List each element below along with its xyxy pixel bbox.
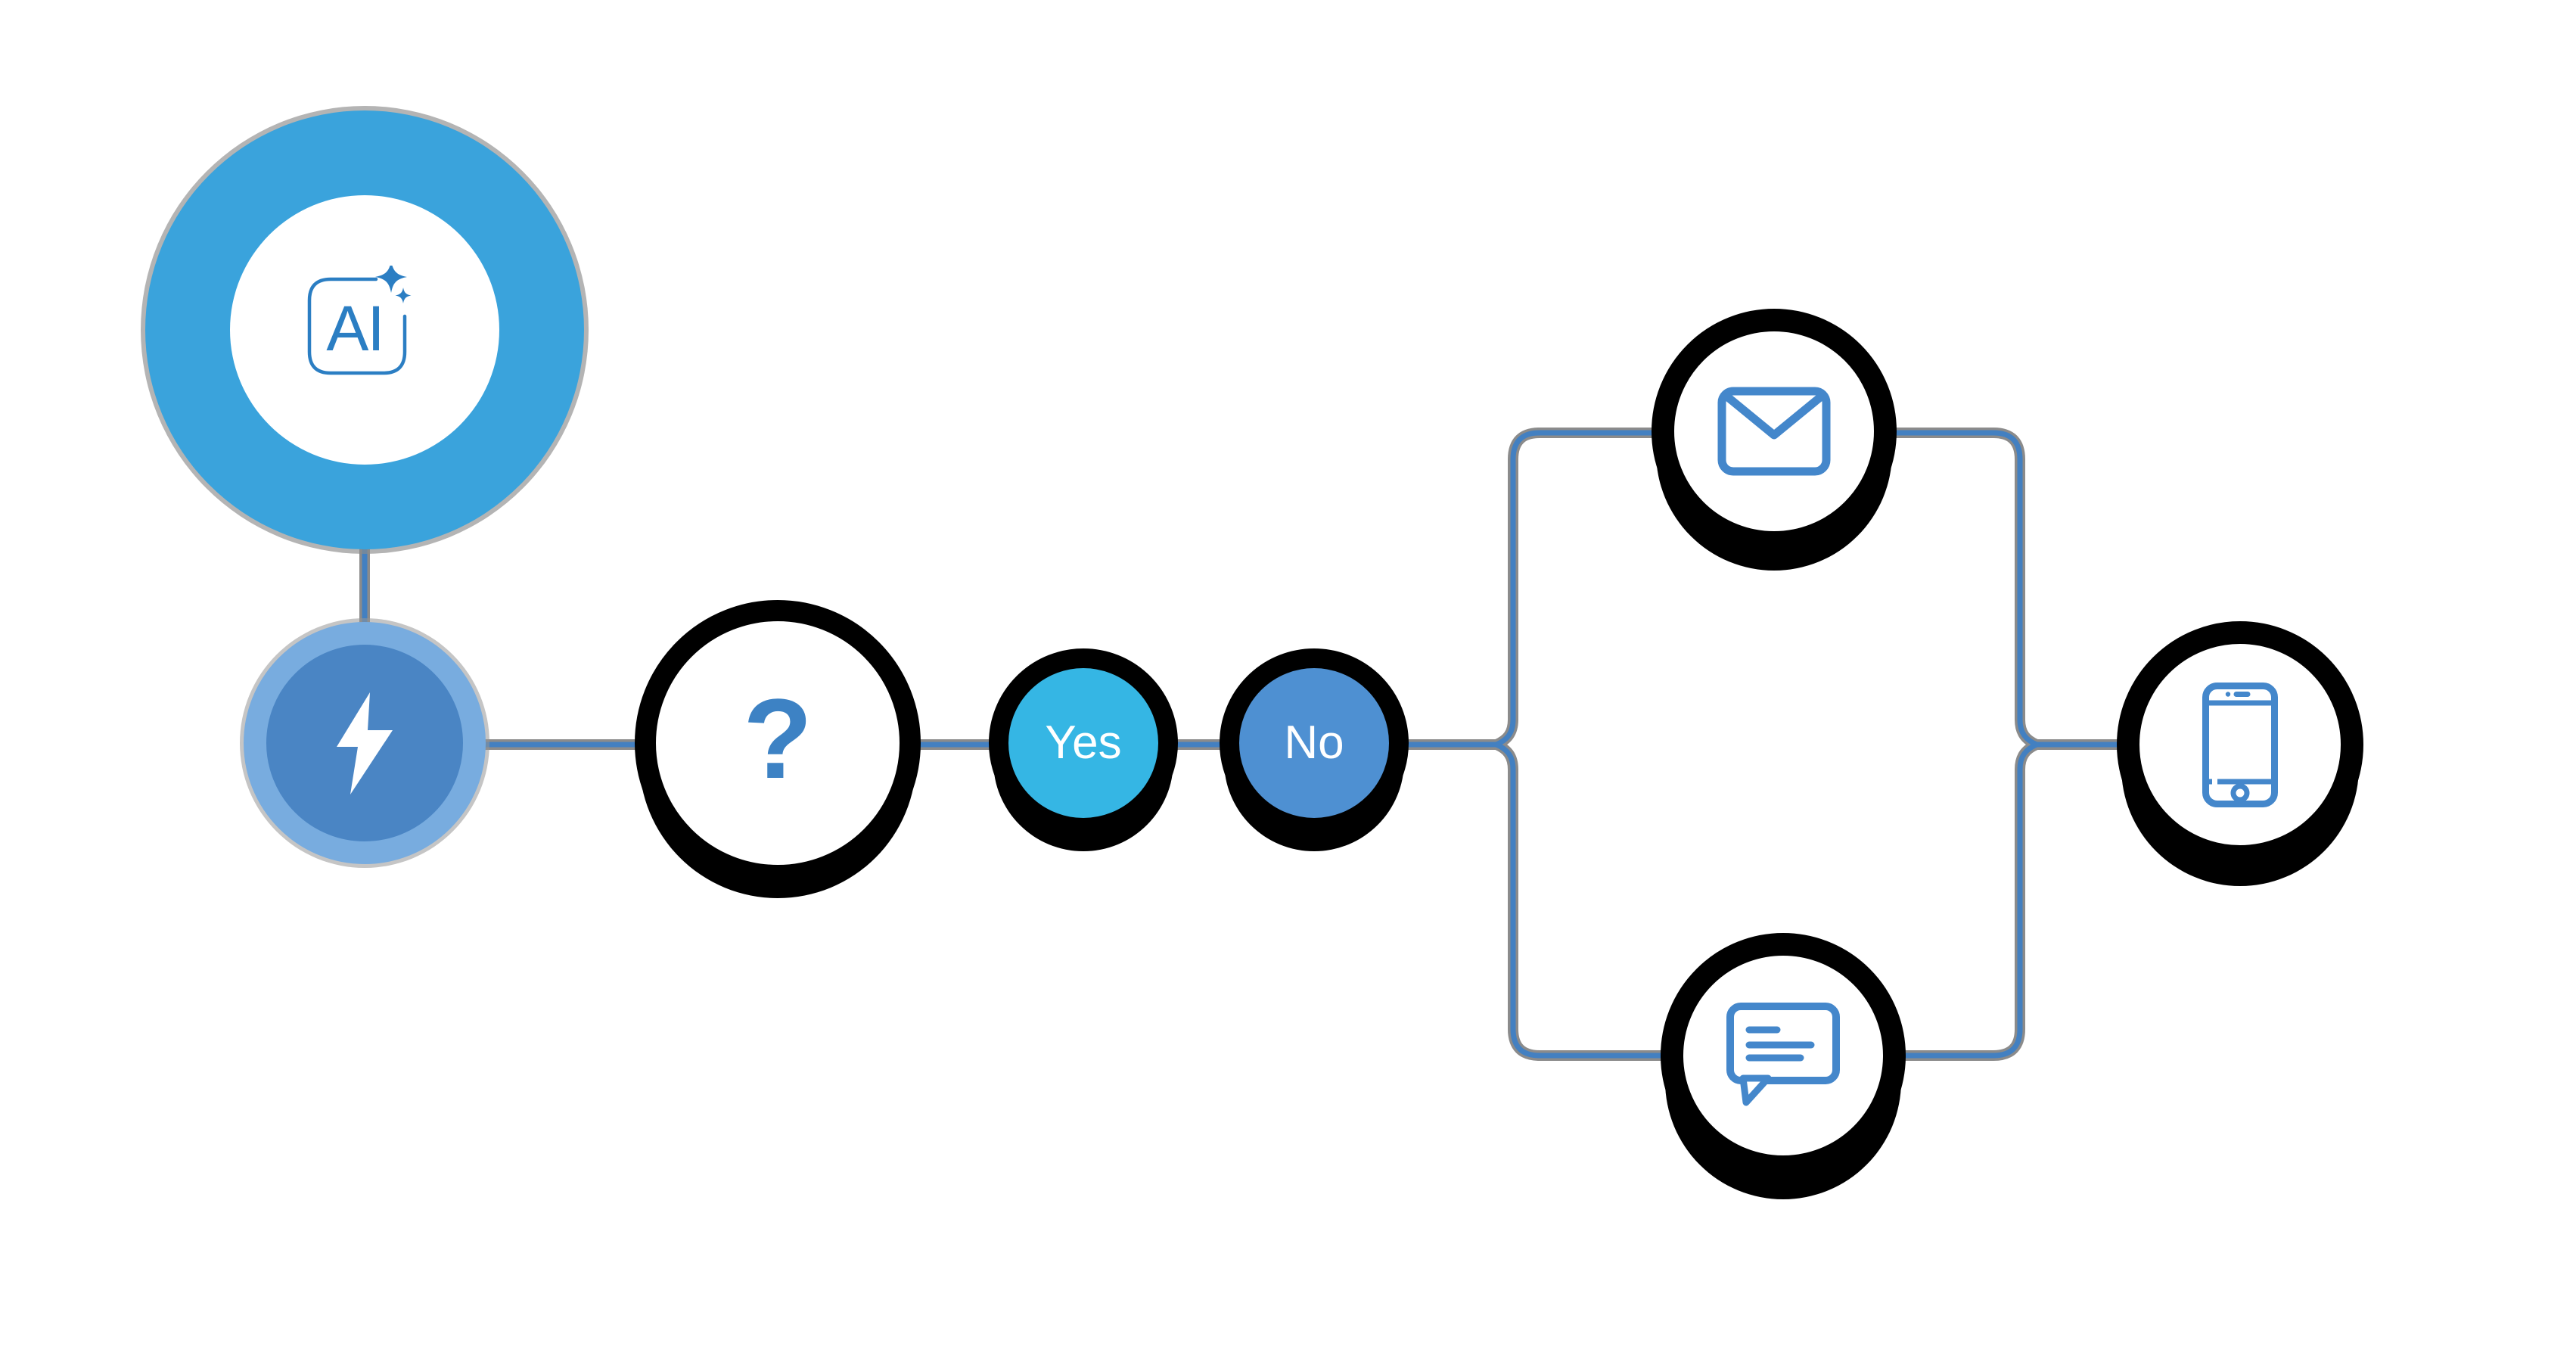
question-mark-label: ? — [743, 675, 813, 802]
sparkle-small — [395, 288, 412, 303]
connector-split-top — [1495, 430, 1676, 748]
connector-merge-top — [1872, 428, 2040, 750]
no-label: No — [1284, 717, 1344, 769]
node-decision[interactable]: ? — [635, 600, 921, 886]
connector-split-bottom — [1493, 739, 1686, 1061]
lightning-bolt-icon — [337, 692, 393, 794]
connector-merge-top — [1872, 430, 2038, 748]
connector-merge-bottom — [1872, 739, 2040, 1061]
node-chat-channel[interactable] — [1661, 933, 1906, 1178]
yes-label: Yes — [1045, 717, 1122, 769]
node-branch-yes[interactable]: Yes — [989, 648, 1178, 838]
chat-bubble-icon — [1726, 1003, 1840, 1106]
node-branch-no[interactable]: No — [1220, 648, 1409, 838]
smartphone-icon — [2202, 682, 2278, 807]
sparkle-large — [375, 266, 407, 293]
connector-split-bottom — [1495, 742, 1686, 1059]
email-envelope-icon — [1717, 387, 1831, 476]
connector-merge-bottom — [1872, 742, 2038, 1059]
ai-sparkles-icon: AI — [307, 266, 412, 375]
ai-node-label: AI — [326, 293, 383, 364]
node-lightning-action[interactable] — [244, 622, 486, 864]
node-ai-trigger[interactable]: AI — [145, 110, 584, 549]
ai-node-inner-disc: AI — [230, 195, 499, 465]
connector-split-top — [1493, 428, 1676, 750]
node-phone-channel[interactable] — [2117, 621, 2363, 868]
node-email-channel[interactable] — [1652, 309, 1897, 554]
